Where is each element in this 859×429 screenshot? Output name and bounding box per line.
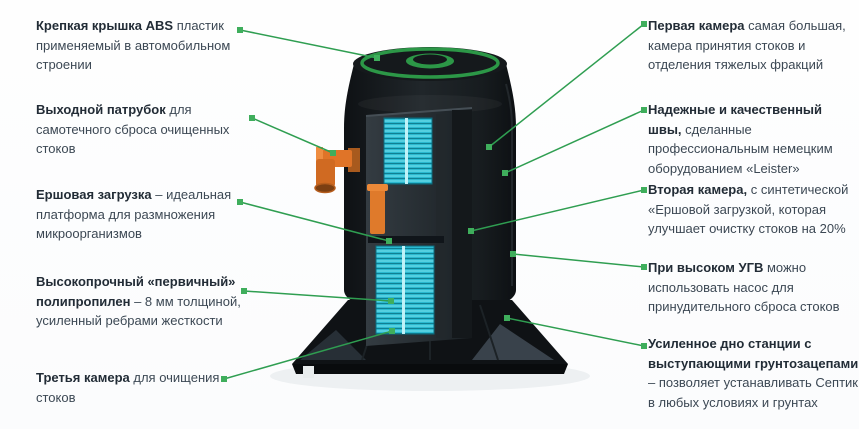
- annotation-second-chamber-text: с синтетической «Ершовой загрузкой, кото…: [648, 182, 849, 236]
- annotation-reinforced-bottom-bold: Усиленное дно станции с выступающими гру…: [648, 336, 859, 371]
- annotation-outlet-pipe: Выходной патрубок для самотечного сброса…: [36, 100, 251, 159]
- brush-media-bottom: [375, 245, 435, 335]
- annotation-high-groundwater-text: можно использовать насос для принудитель…: [648, 260, 840, 314]
- first-chamber-wall: [452, 110, 472, 338]
- annotation-outlet-pipe-bold: Выходной патрубок: [36, 102, 166, 117]
- annotation-second-chamber: Вторая камера, с синтетической «Ершовой …: [648, 180, 853, 239]
- annotation-polypropylene: Высокопрочный «первичный» полипропилен –…: [36, 272, 246, 331]
- annotation-brush-media-bold: Ершовая загрузка: [36, 187, 152, 202]
- internal-pipe: [367, 184, 388, 234]
- annotation-first-chamber-bold: Первая камера: [648, 18, 745, 33]
- outlet-pipe: [314, 147, 360, 194]
- cutaway-interior: [365, 107, 473, 346]
- annotation-high-groundwater-bold: При высоком УГВ: [648, 260, 764, 275]
- annotation-lid: Крепкая крышка ABS пластик применяемый в…: [36, 16, 241, 75]
- annotation-lid-text: пластик применяемый в автомобильном стро…: [36, 18, 231, 72]
- callout-markers: [221, 21, 647, 382]
- annotation-reinforced-bottom-text: – позволяет устанавливать Септик в любых…: [648, 375, 858, 410]
- annotation-reinforced-bottom: Усиленное дно станции с выступающими гру…: [648, 334, 859, 412]
- annotation-brush-media: Ершовая загрузка – идеальная платформа д…: [36, 185, 241, 244]
- annotation-seams-bold: Надежные и качественный швы,: [648, 102, 823, 137]
- annotation-outlet-pipe-text: для самотечного сброса очищенных стоков: [36, 102, 230, 156]
- annotation-polypropylene-text: – 8 мм толщиной, усиленный ребрами жестк…: [36, 293, 241, 329]
- annotation-third-chamber-text: для очищения стоков: [36, 370, 220, 405]
- annotation-lid-bold: Крепкая крышка ABS: [36, 18, 174, 33]
- annotation-polypropylene-bold: Высокопрочный «первичный» полипропилен: [36, 274, 236, 309]
- annotation-brush-media-text: – идеальная платформа для размножения ми…: [36, 187, 232, 241]
- chamber-divider: [436, 114, 444, 338]
- annotation-third-chamber: Третья камера для очищения стоков: [36, 368, 231, 407]
- annotation-second-chamber-bold: Вторая камера,: [648, 182, 748, 197]
- annotation-seams: Надежные и качественный швы, сделанные п…: [648, 100, 853, 178]
- annotation-third-chamber-bold: Третья камера: [36, 370, 130, 385]
- annotation-first-chamber-text: самая большая, камера принятия стоков и …: [648, 18, 846, 72]
- callout-lines: [221, 21, 647, 382]
- annotation-high-groundwater: При высоком УГВ можно использовать насос…: [648, 258, 843, 317]
- chamber-shelf: [368, 236, 444, 243]
- brush-media-top: [383, 117, 433, 185]
- annotation-first-chamber: Первая камера самая большая, камера прин…: [648, 16, 848, 75]
- tank-lid: [353, 47, 507, 81]
- annotation-seams-text: сделанные профессиональным немецким обор…: [648, 121, 833, 176]
